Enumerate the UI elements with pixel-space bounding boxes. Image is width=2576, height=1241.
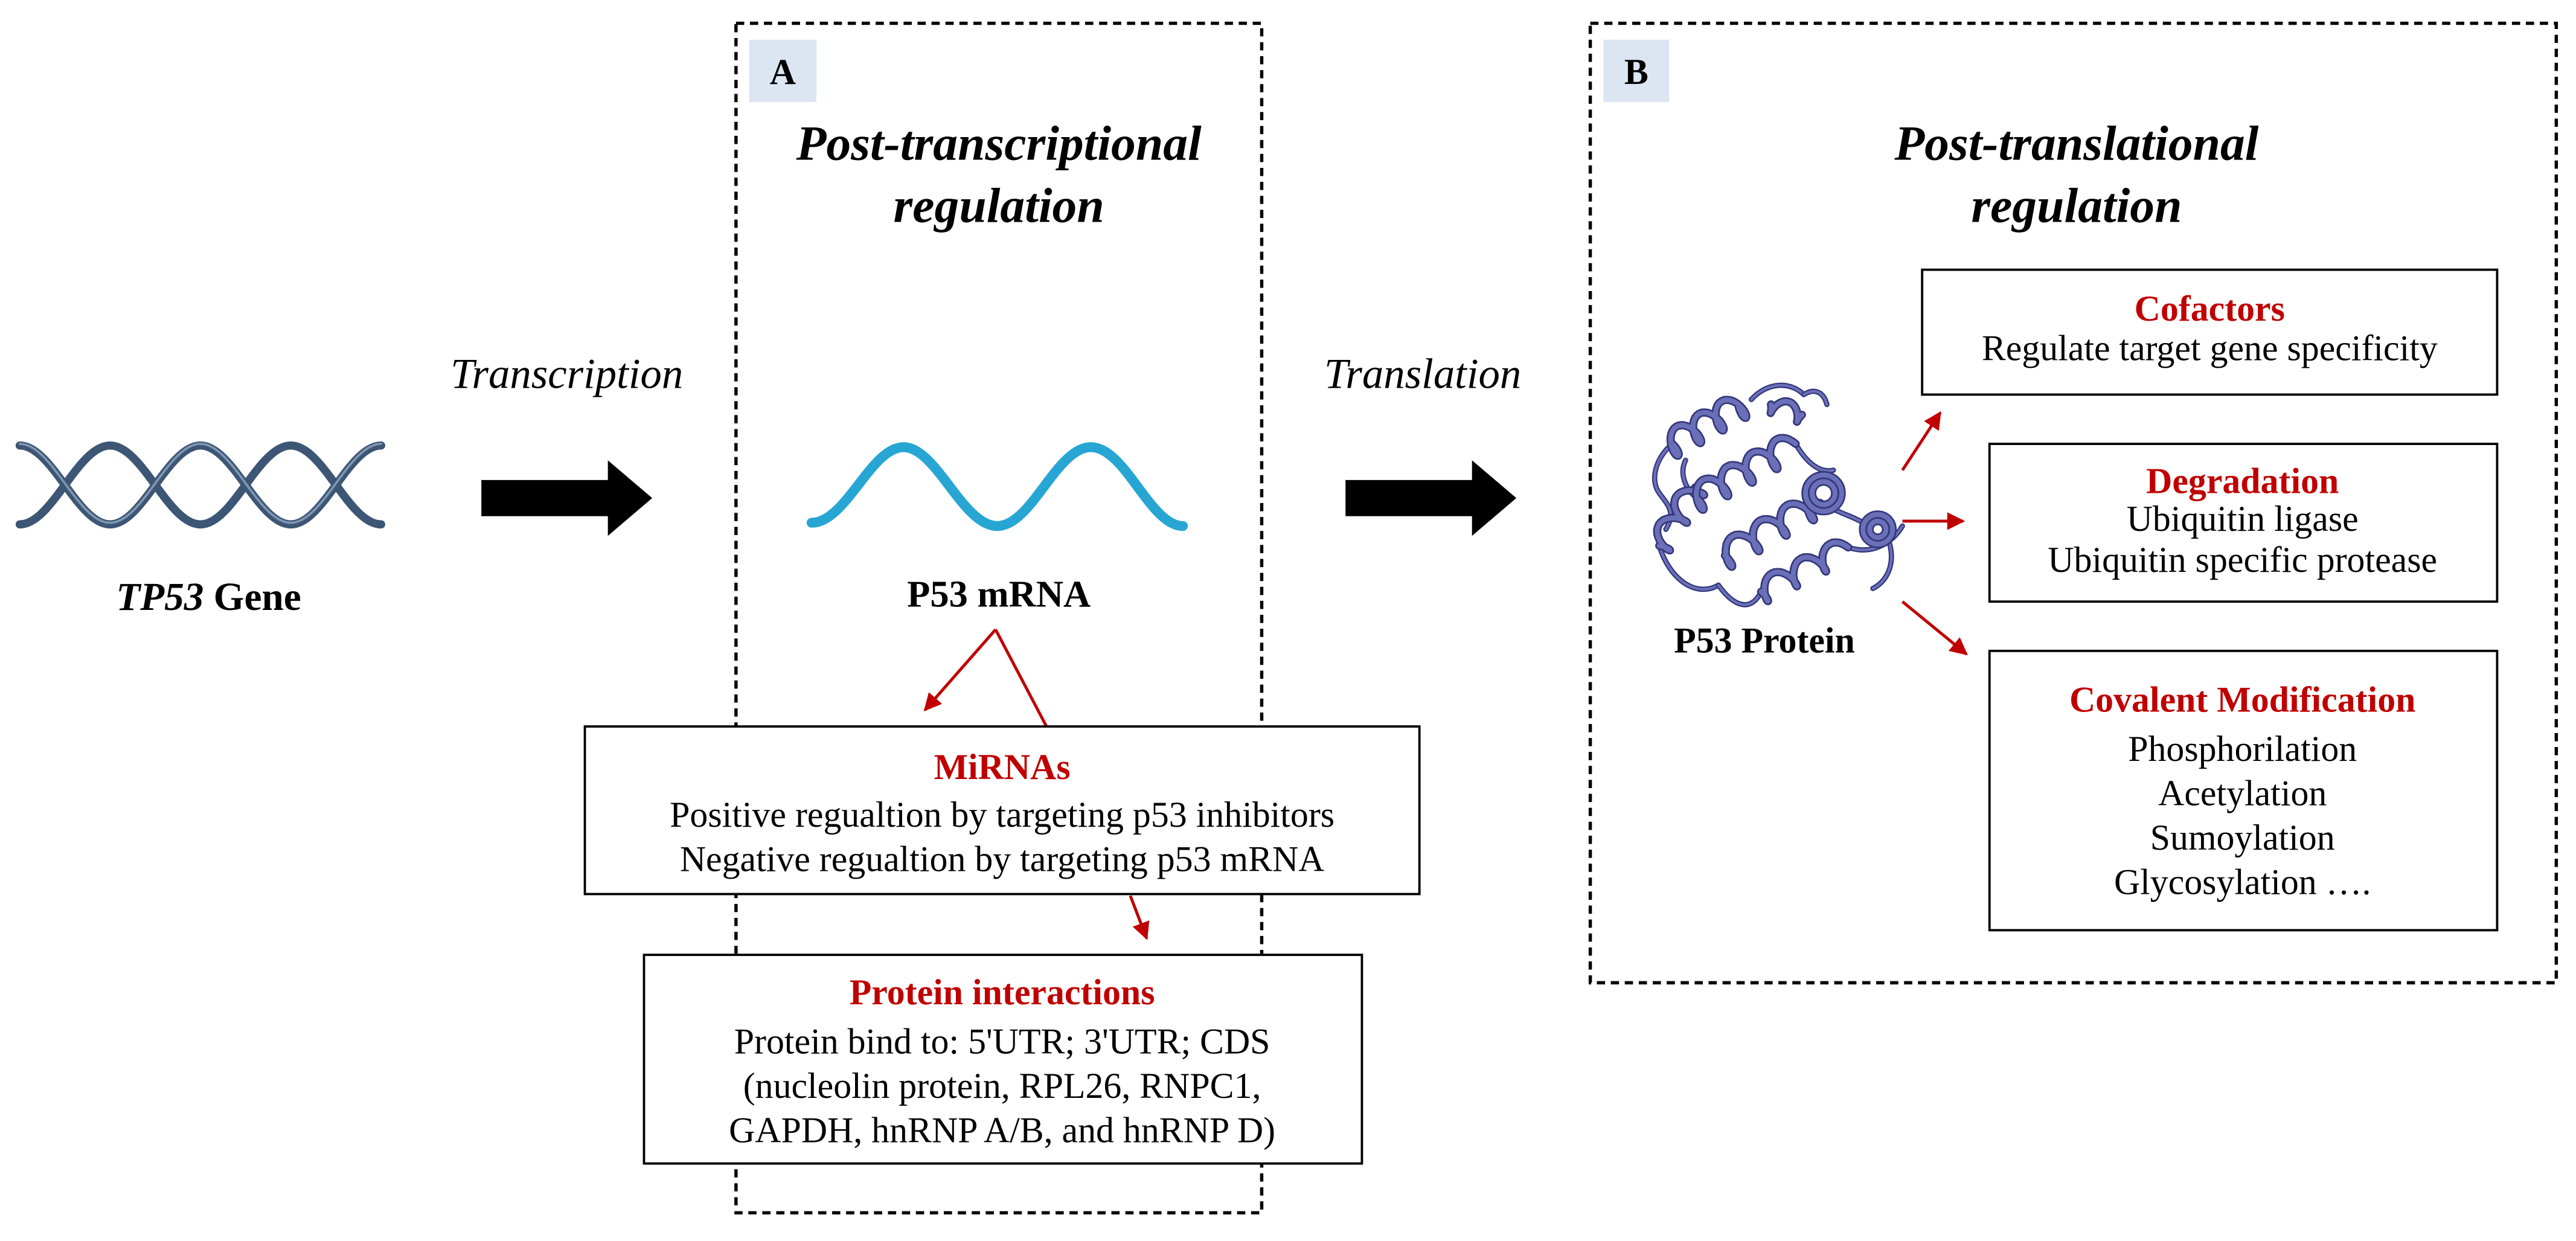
protein-structure-icon — [1652, 382, 1905, 608]
protein-loop — [1802, 390, 1828, 406]
panel-b-label-box — [1603, 39, 1670, 103]
panel-b-title-line2: regulation — [1971, 178, 2182, 233]
protein-label: P53 Protein — [1674, 621, 1855, 661]
protein-loop — [1658, 544, 1720, 591]
protein-helix — [1694, 435, 1798, 513]
protein-interactions-line: Protein bind to: 5'UTR; 3'UTR; CDS — [734, 1021, 1270, 1061]
dna-strand — [15, 441, 385, 529]
protein-to-covalent-modification-arrow — [1901, 600, 1968, 656]
protein-helix — [1666, 396, 1751, 460]
degradation-line: Ubiquitin specific protease — [2048, 540, 2437, 580]
protein-helix-ring — [1809, 479, 1838, 507]
mirnas-line: Positive regualtion by targeting p53 inh… — [670, 795, 1334, 835]
mrna-to-mirnas-arrow — [923, 628, 997, 711]
mirnas-box — [583, 725, 1421, 896]
protein-helix — [1722, 501, 1817, 569]
covalent-modification-line: Acetylation — [2158, 774, 2327, 813]
protein-interactions-box — [642, 954, 1363, 1165]
mirnas-title: MiRNAs — [934, 747, 1071, 787]
gene-name: TP53 — [116, 576, 203, 619]
mirnas-line: Negative regualtion by targeting p53 mRN… — [680, 839, 1325, 879]
protein-helix-ring — [1860, 511, 1895, 547]
panel-a-label-box — [749, 39, 817, 103]
mrna-strand-icon — [806, 442, 1188, 531]
protein-helix — [1768, 399, 1805, 425]
cofactors-title: Cofactors — [2135, 289, 2285, 329]
protein-loop — [1750, 383, 1805, 401]
protein-interactions-line: GAPDH, hnRNP A/B, and hnRNP D) — [729, 1110, 1275, 1150]
protein-helix — [1668, 397, 1749, 458]
covalent-modification-box — [1988, 649, 2499, 932]
transcription-label: Transcription — [450, 351, 683, 398]
mrna-label: P53 mRNA — [907, 572, 1091, 615]
protein-helix-ring — [1802, 472, 1844, 514]
panel-a-label: A — [770, 52, 796, 92]
dna-strand — [15, 441, 385, 529]
panel-a-title-line1: Post-transcriptional — [796, 115, 1202, 170]
dna-strand-highlight — [18, 443, 383, 524]
degradation-line: Ubiquitin ligase — [2127, 499, 2359, 539]
gene-suffix: Gene — [214, 576, 301, 619]
degradation-title: Degradation — [2146, 461, 2339, 501]
panel-a-frame — [734, 21, 1264, 1215]
panel-b-label: B — [1624, 52, 1648, 92]
cofactors-box — [1921, 268, 2499, 396]
covalent-modification-line: Phosphorilation — [2128, 729, 2357, 769]
covalent-modification-title: Covalent Modification — [2069, 679, 2415, 719]
panel-a-title-line2: regulation — [894, 178, 1104, 233]
protein-loop — [1871, 541, 1893, 590]
protein-helix-ring — [1867, 518, 1889, 540]
covalent-modification-line: Sumoylation — [2150, 818, 2335, 858]
protein-helix — [1758, 540, 1851, 604]
protein-loop — [1794, 442, 1835, 472]
protein-interactions-title: Protein interactions — [850, 972, 1155, 1012]
mirnas-to-protein-interactions-arrow — [1129, 895, 1150, 940]
protein-to-cofactors-arrow — [1901, 411, 1942, 471]
translation-label: Translation — [1324, 351, 1521, 398]
protein-loop — [1717, 583, 1763, 606]
cofactors-line: Regulate target gene specificity — [1982, 328, 2438, 368]
protein-interactions-line: (nucleolin protein, RPL26, RNPC1, — [743, 1066, 1261, 1106]
transcription-arrow-icon — [481, 460, 653, 536]
panel-b-frame — [1588, 21, 2558, 985]
gene-label: TP53 Gene — [116, 576, 301, 619]
translation-arrow-icon — [1345, 460, 1517, 536]
covalent-modification-line: Glycosylation …. — [2114, 862, 2371, 902]
mrna-to-mirnas-line — [994, 629, 1048, 728]
dna-helix-icon — [15, 441, 385, 529]
degradation-box — [1988, 443, 2499, 603]
panel-b-title-line1: Post-translational — [1894, 115, 2258, 170]
